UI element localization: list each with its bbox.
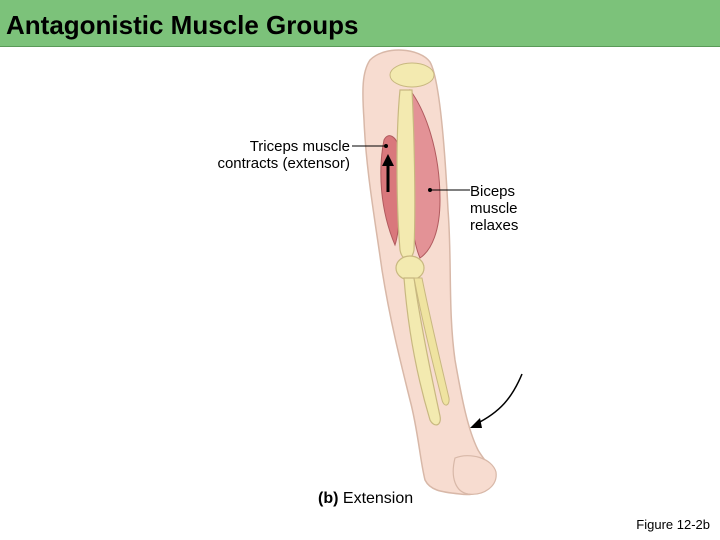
caption-part: (b): [318, 490, 339, 507]
biceps-leader-dot: [428, 188, 432, 192]
biceps-label-line2: muscle: [470, 200, 518, 217]
triceps-label-line2: contracts (extensor): [217, 155, 350, 172]
title-bar: Antagonistic Muscle Groups: [0, 0, 720, 47]
biceps-label: Biceps muscle relaxes: [470, 183, 518, 234]
fist: [452, 455, 497, 495]
radius-bone: [403, 277, 441, 426]
contraction-arrowhead: [382, 154, 394, 166]
humerus-bone: [396, 89, 416, 260]
biceps-label-line3: relaxes: [470, 217, 519, 234]
elbow-joint: [395, 255, 425, 281]
triceps-leader-dot: [384, 144, 388, 148]
extension-motion-arrow: [475, 373, 523, 425]
shoulder-head: [389, 62, 435, 88]
figure-reference: Figure 12-2b: [636, 517, 710, 532]
page-title: Antagonistic Muscle Groups: [6, 10, 359, 40]
biceps-label-line1: Biceps: [470, 183, 516, 200]
extension-motion-arrowhead: [470, 418, 482, 428]
triceps-label-line1: Triceps muscle: [249, 138, 350, 155]
caption-name: Extension: [342, 490, 414, 507]
figure-caption: (b) Extension: [318, 490, 413, 507]
triceps-label: Triceps muscle contracts (extensor): [217, 138, 350, 172]
ulna-bone: [413, 277, 450, 406]
